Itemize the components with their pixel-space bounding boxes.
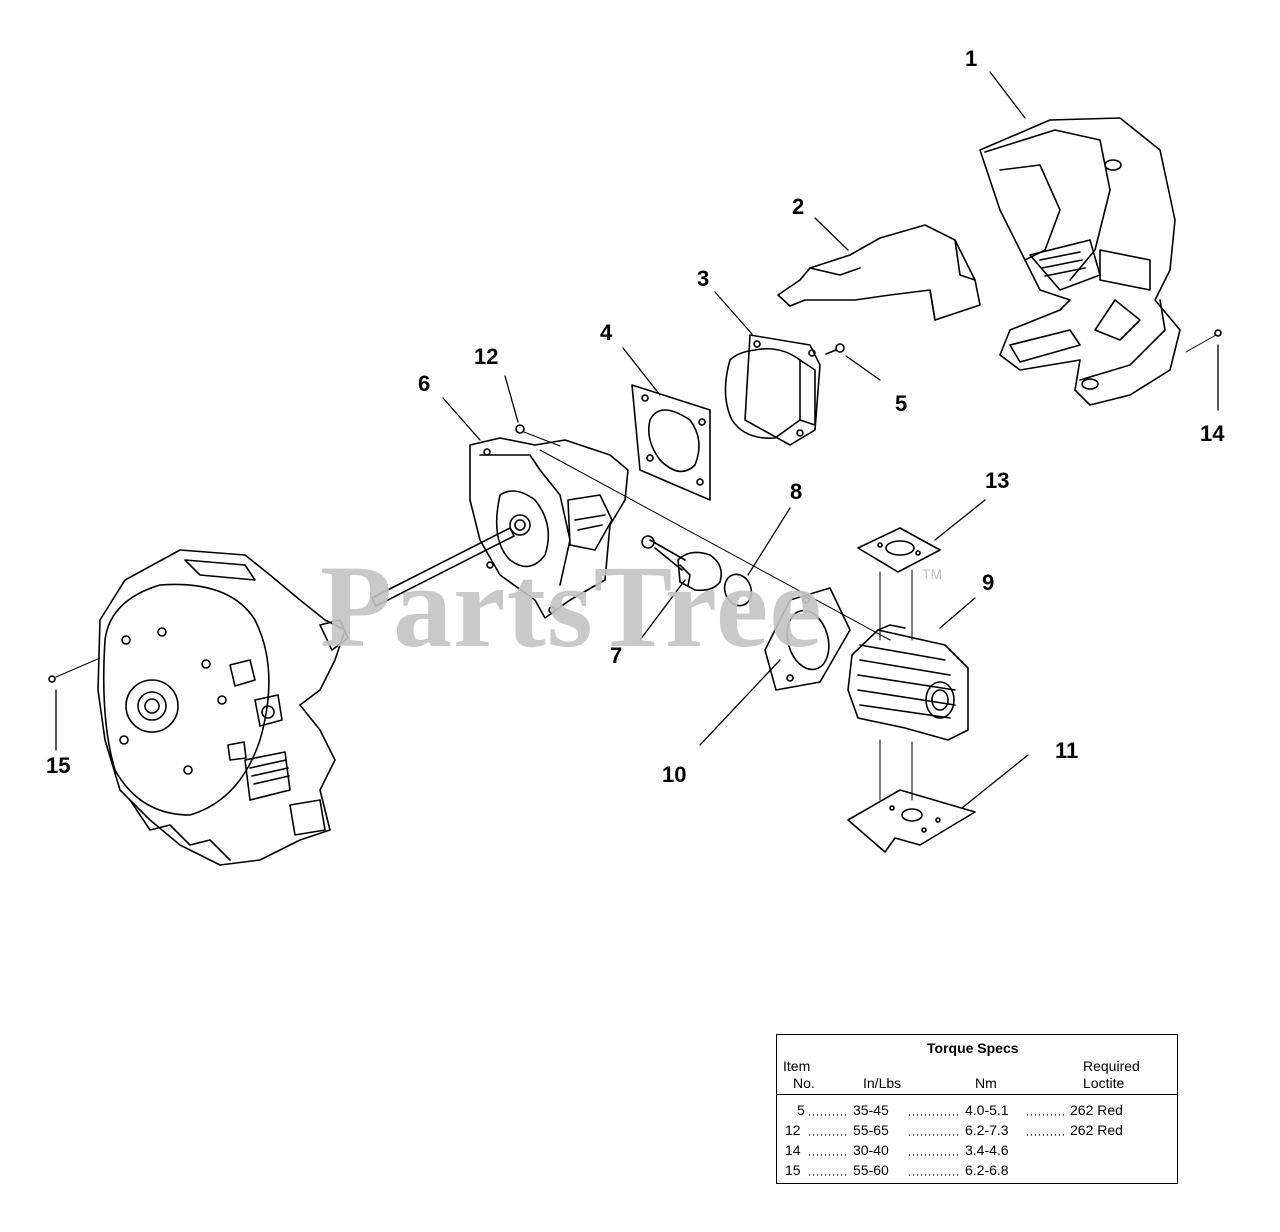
piston-part	[641, 535, 723, 592]
leader-5	[845, 355, 881, 381]
callout-8: 8	[790, 479, 803, 504]
leader-10	[699, 659, 781, 746]
header-item: Item	[783, 1058, 811, 1074]
row-inlbs: 30-40	[853, 1142, 889, 1158]
callout-9: 9	[982, 570, 995, 595]
header-required: Required	[1083, 1058, 1140, 1074]
header-no: No.	[793, 1075, 815, 1091]
leader-6	[442, 397, 481, 441]
callout-6: 6	[418, 371, 431, 396]
cylinder-part	[847, 624, 969, 801]
torque-specs-table: Torque Specs Item No. In/Lbs Nm Required…	[776, 1034, 1178, 1184]
cylinder-gasket-part	[764, 587, 851, 691]
torque-specs-title: Torque Specs	[927, 1040, 1019, 1056]
base-gasket-part	[847, 789, 976, 853]
callout-15: 15	[46, 753, 71, 778]
leader-9	[939, 597, 976, 629]
callout-2: 2	[792, 194, 805, 219]
row-item: 5	[797, 1102, 805, 1118]
row-nm: 6.2-6.8	[965, 1162, 1009, 1178]
callout-10: 10	[662, 762, 687, 787]
muffler-part	[724, 334, 821, 446]
crankcase-screw-part	[515, 424, 561, 447]
housing-bolt-part	[48, 657, 101, 683]
row-inlbs: 55-65	[853, 1122, 889, 1138]
leader-4	[622, 347, 661, 396]
piston-ring-part	[723, 573, 753, 607]
leader-2	[814, 217, 849, 251]
leader-12	[504, 375, 519, 423]
row-item: 15	[785, 1162, 801, 1178]
callout-4: 4	[600, 320, 613, 345]
row-loctite: 262 Red	[1070, 1102, 1123, 1118]
row-nm: 6.2-7.3	[965, 1122, 1009, 1138]
row-item: 12	[785, 1122, 801, 1138]
leader-13	[934, 499, 986, 541]
fan-housing-part	[979, 117, 1181, 406]
callout-13: 13	[985, 468, 1010, 493]
callout-7: 7	[610, 643, 623, 668]
muffler-gasket-part	[631, 384, 711, 501]
callout-1: 1	[965, 46, 978, 71]
header-divider	[777, 1094, 1177, 1095]
leader-1	[989, 71, 1026, 119]
row-item: 14	[785, 1142, 801, 1158]
callout-11: 11	[1055, 738, 1079, 763]
leader-7	[639, 579, 686, 641]
leader-11	[961, 754, 1029, 809]
row-inlbs: 55-60	[853, 1162, 889, 1178]
leader-8	[747, 507, 791, 576]
engine-housing-part	[97, 549, 349, 866]
cylinder-cover-part	[777, 224, 981, 321]
callout-12: 12	[474, 344, 499, 369]
row-inlbs: 35-45	[853, 1102, 889, 1118]
housing-screw-part	[1185, 329, 1222, 353]
callout-3: 3	[697, 266, 710, 291]
watermark-trademark: TM	[922, 566, 943, 582]
leader-lines	[55, 71, 1219, 809]
assembly-axis-line	[539, 449, 891, 641]
header-nm: Nm	[975, 1075, 997, 1091]
muffler-screw-part	[825, 343, 845, 355]
callout-14: 14	[1200, 421, 1225, 446]
leader-3	[714, 291, 753, 335]
watermark-text: PartsTree	[320, 541, 823, 672]
row-nm: 3.4-4.6	[965, 1142, 1009, 1158]
header-inlbs: In/Lbs	[863, 1075, 902, 1091]
row-nm: 4.0-5.1	[965, 1102, 1009, 1118]
row-loctite: 262 Red	[1070, 1122, 1123, 1138]
callout-5: 5	[895, 391, 908, 416]
intake-gasket-part	[857, 527, 941, 641]
header-loctite: Loctite	[1083, 1075, 1125, 1091]
